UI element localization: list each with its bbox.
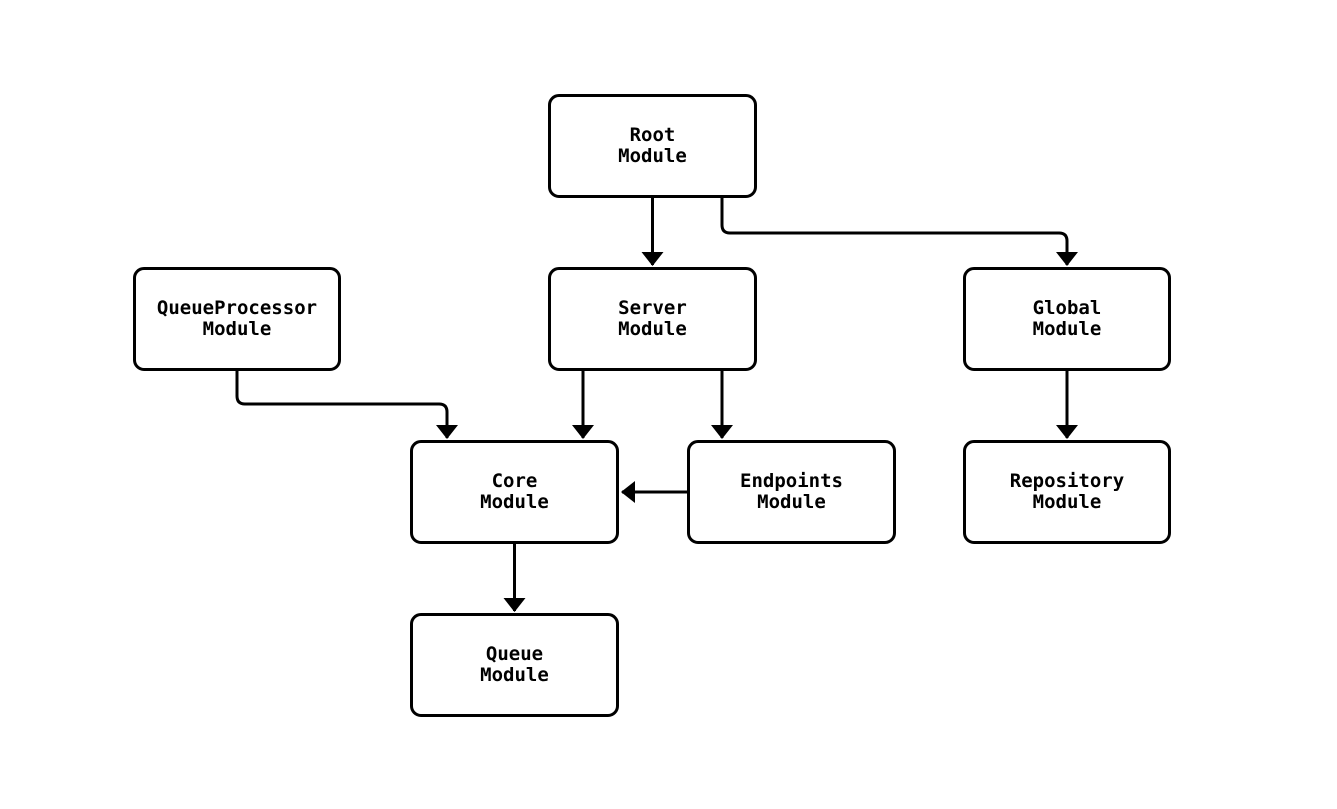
node-label-line: Module bbox=[757, 491, 826, 513]
node-global-module: Global Module bbox=[963, 267, 1171, 371]
node-label-line: Module bbox=[480, 491, 549, 513]
node-label-line: Repository bbox=[1009, 470, 1125, 492]
edge-root-to-global bbox=[720, 198, 1078, 266]
node-core-module: Core Module bbox=[410, 440, 619, 544]
node-label-line: Root bbox=[629, 124, 676, 146]
node-repository-module: Repository Module bbox=[963, 440, 1171, 544]
node-queueprocessor-module: QueueProcessor Module bbox=[133, 267, 341, 371]
node-label-line: Core bbox=[491, 470, 538, 492]
node-label-line: Module bbox=[480, 664, 549, 686]
node-queue-module: Queue Module bbox=[410, 613, 619, 717]
node-root-module: Root Module bbox=[548, 94, 757, 198]
node-endpoints-module: Endpoints Module bbox=[687, 440, 896, 544]
node-label-line: Endpoints bbox=[740, 470, 843, 492]
node-label-line: Server bbox=[618, 297, 687, 319]
node-label-line: Module bbox=[202, 318, 272, 340]
edge-queueprocessor-to-core bbox=[235, 371, 458, 439]
node-label-line: Queue bbox=[485, 643, 544, 665]
node-label-line: Module bbox=[1032, 491, 1102, 513]
node-server-module: Server Module bbox=[548, 267, 757, 371]
node-label-line: Module bbox=[1032, 318, 1102, 340]
node-label-line: Global bbox=[1032, 297, 1102, 319]
node-label-line: QueueProcessor bbox=[156, 297, 318, 319]
node-label-line: Module bbox=[618, 318, 687, 340]
node-label-line: Module bbox=[618, 145, 687, 167]
